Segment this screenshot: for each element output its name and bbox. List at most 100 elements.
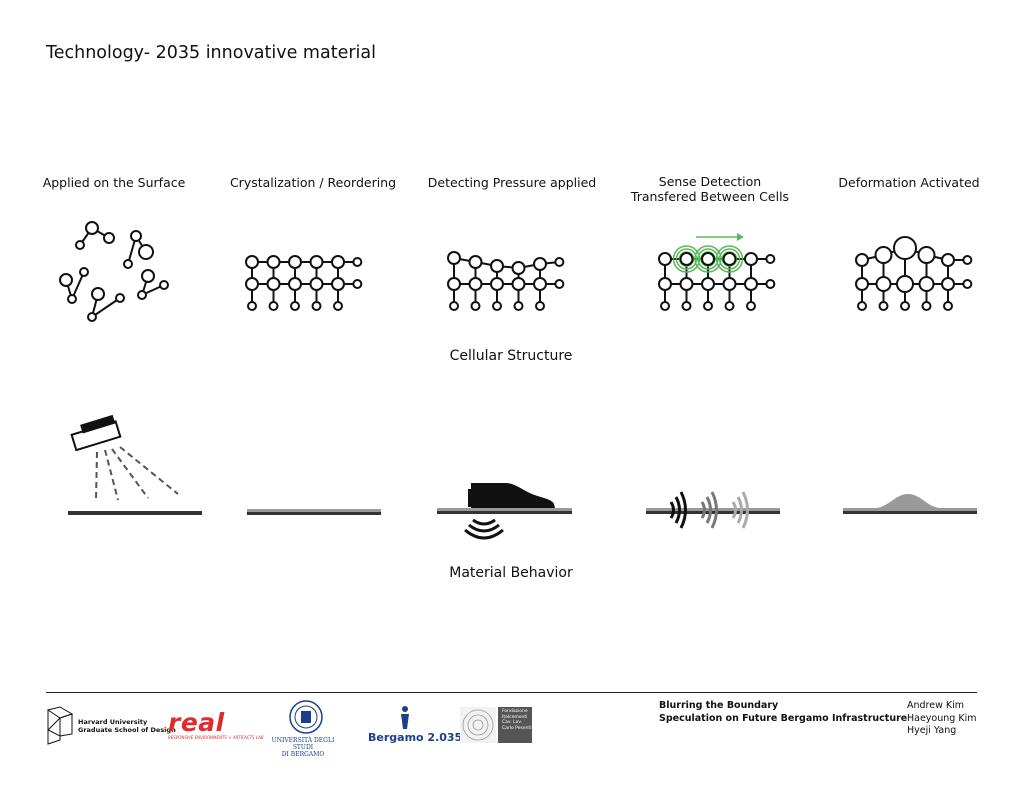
unibg-line2: DI BERGAMO xyxy=(281,751,325,758)
bond xyxy=(91,297,121,318)
cell-node xyxy=(874,246,893,264)
cell-node xyxy=(724,301,735,311)
signal-halo xyxy=(697,248,719,270)
cell-node xyxy=(893,236,917,260)
cell-node xyxy=(288,255,302,269)
unibg-line1: UNIVERSITÀ DEGLI STUDI xyxy=(271,737,335,751)
surface-line-4 xyxy=(646,508,780,514)
cell-node xyxy=(679,252,694,266)
cell-node xyxy=(141,269,155,283)
wave-transfer-icon xyxy=(669,491,749,529)
harvard-line2: Graduate School of Design xyxy=(78,726,176,734)
signal-halo xyxy=(715,245,744,273)
cell-node xyxy=(511,277,526,291)
harvard-line1: Harvard University xyxy=(78,718,148,726)
cell-node xyxy=(941,253,955,267)
project-title-line2: Speculation on Future Bergamo Infrastruc… xyxy=(659,712,908,724)
cell-node xyxy=(311,301,322,311)
stage-label-crystalization: Crystalization / Reordering xyxy=(229,175,397,190)
cell-node xyxy=(554,279,565,289)
cell-node xyxy=(878,301,889,311)
signal-halo xyxy=(694,245,722,273)
cell-node xyxy=(138,244,154,260)
cell-node xyxy=(331,277,345,291)
cell-node xyxy=(288,277,302,291)
cell-node xyxy=(744,277,758,291)
cell-node xyxy=(449,301,459,311)
surface-line-5 xyxy=(843,494,977,514)
unibg-text: UNIVERSITÀ DEGLI STUDI DI BERGAMO xyxy=(263,737,343,758)
cell-node xyxy=(331,255,345,269)
cell-node xyxy=(352,279,363,289)
cell-node xyxy=(490,259,504,273)
project-title: Blurring the Boundary Speculation on Fut… xyxy=(659,700,907,725)
signal-halo xyxy=(672,245,701,273)
cell-node xyxy=(266,255,281,269)
molecule-pressure-grid xyxy=(447,251,565,311)
surface-line-3 xyxy=(437,508,572,514)
cell-node xyxy=(468,277,483,291)
bergamo2035-mark-icon xyxy=(401,706,409,729)
signal-arrow-head xyxy=(737,233,744,241)
cell-node xyxy=(744,252,758,266)
foundation-logo-icon xyxy=(460,707,532,743)
stage-label-deformation: Deformation Activated xyxy=(838,175,980,190)
stage-label-detecting: Detecting Pressure applied xyxy=(427,175,597,190)
stage-label-sense-line1: Sense Detection xyxy=(658,174,762,189)
cell-node xyxy=(85,221,99,235)
signal-halo xyxy=(675,248,698,270)
cell-node xyxy=(896,275,914,293)
cell-node xyxy=(921,301,932,311)
cell-node xyxy=(103,232,115,244)
cell-node xyxy=(59,273,73,287)
harvard-gsd-text: Harvard University Graduate School of De… xyxy=(78,718,176,734)
cell-node xyxy=(533,257,547,271)
cell-node xyxy=(247,301,257,311)
cell-node xyxy=(722,277,737,291)
sound-wave-icon xyxy=(464,518,504,540)
cell-node xyxy=(492,301,502,311)
cell-node xyxy=(91,287,105,301)
project-title-line1: Blurring the Boundary xyxy=(659,700,779,711)
cell-node xyxy=(115,293,125,303)
cell-node xyxy=(900,301,910,311)
cell-node xyxy=(159,280,169,290)
shoe-icon xyxy=(468,483,555,508)
cell-node xyxy=(857,301,867,311)
cell-node xyxy=(130,230,142,242)
cell-node xyxy=(855,253,869,267)
section-label-behavior: Material Behavior xyxy=(449,565,573,581)
authors: Andrew Kim Haeyoung Kim Hyeji Yang xyxy=(907,700,976,738)
cell-node xyxy=(470,301,481,311)
cell-node xyxy=(245,255,259,269)
cell-node xyxy=(535,301,545,311)
cell-node xyxy=(511,261,526,275)
cell-node xyxy=(75,240,85,250)
signal-halo xyxy=(718,248,741,270)
molecule-scattered xyxy=(59,221,169,322)
harvard-gsd-logo-icon xyxy=(46,706,74,745)
cell-node xyxy=(918,276,935,292)
cell-node xyxy=(333,301,343,311)
cell-node xyxy=(309,255,324,269)
real-logo-sub: RESPONSIVE ENVIRONMENTS + ARTIFACTS LAB xyxy=(168,735,264,740)
unibg-seal-icon xyxy=(289,700,323,734)
cell-node xyxy=(87,312,97,322)
cell-node xyxy=(468,255,483,269)
cell-node xyxy=(679,277,694,291)
cell-node xyxy=(268,301,279,311)
foundation-line2: Italcementi xyxy=(502,714,528,720)
cell-node xyxy=(962,279,973,289)
cell-node xyxy=(123,259,133,269)
molecule-deformed-grid xyxy=(855,236,973,311)
cell-node xyxy=(533,277,547,291)
author-1: Andrew Kim xyxy=(907,700,965,711)
cell-node xyxy=(855,277,869,291)
real-logo: real xyxy=(168,708,225,737)
cell-node xyxy=(722,252,737,266)
cell-node xyxy=(941,277,955,291)
cell-node xyxy=(245,277,259,291)
author-3: Hyeji Yang xyxy=(907,725,957,736)
stage-label-sense: Sense Detection Transfered Between Cells xyxy=(610,174,810,204)
cell-node xyxy=(701,277,715,291)
